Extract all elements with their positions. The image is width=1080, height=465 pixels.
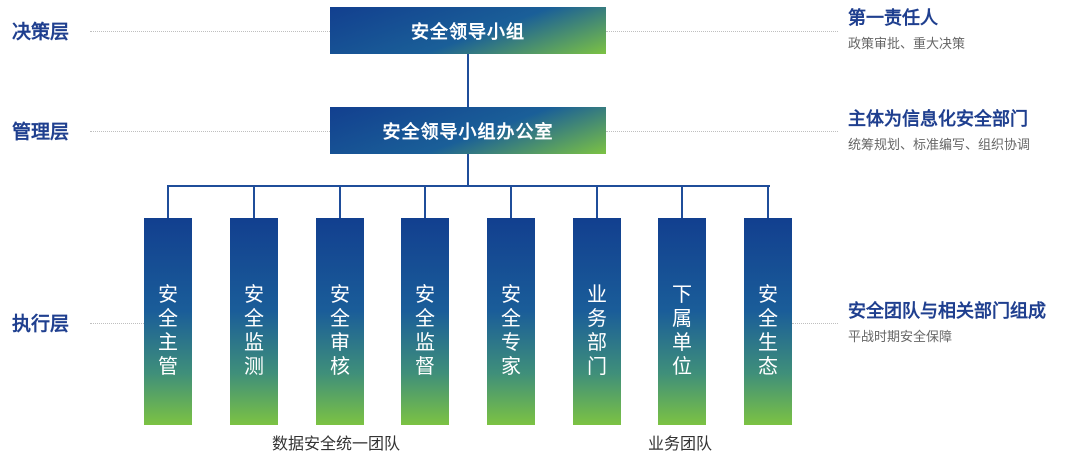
connector-drop-5 (510, 185, 512, 218)
column-char: 全 (244, 306, 264, 330)
column-char: 全 (758, 306, 778, 330)
column-char: 安 (758, 282, 778, 306)
column-char: 家 (501, 354, 521, 378)
box-security-leadership-group: 安全领导小组 (330, 7, 606, 54)
box-security-leadership-office: 安全领导小组办公室 (330, 107, 606, 154)
box-security-leadership-office-label: 安全领导小组办公室 (382, 121, 554, 143)
column-char: 全 (501, 306, 521, 330)
column-char: 单 (672, 330, 692, 354)
connector-drop-3 (339, 185, 341, 218)
right-sub-decision: 政策审批、重大决策 (848, 37, 966, 52)
column-char: 管 (158, 354, 178, 378)
column-security-ecosystem: 安 全 生 态 (744, 218, 792, 425)
guide-line-management-left (90, 131, 330, 132)
column-char: 专 (501, 330, 521, 354)
box-security-leadership-group-label: 安全领导小组 (411, 21, 525, 43)
column-char: 安 (415, 282, 435, 306)
right-title-management: 主体为信息化安全部门 (848, 109, 1028, 130)
column-char: 安 (244, 282, 264, 306)
column-char: 门 (587, 354, 607, 378)
right-sub-execution: 平战时期安全保障 (848, 330, 953, 345)
guide-line-decision-right (606, 31, 838, 32)
connector-drop-1 (167, 185, 169, 218)
right-title-decision: 第一责任人 (848, 8, 938, 29)
column-security-management: 安 全 主 管 (144, 218, 192, 425)
column-char: 生 (758, 330, 778, 354)
connector-drop-4 (424, 185, 426, 218)
column-subordinate-unit: 下 属 单 位 (658, 218, 706, 425)
column-char: 全 (415, 306, 435, 330)
column-security-monitoring: 安 全 监 测 (230, 218, 278, 425)
column-security-audit: 安 全 审 核 (316, 218, 364, 425)
column-char: 全 (330, 306, 350, 330)
column-char: 态 (758, 354, 778, 378)
column-char: 监 (415, 330, 435, 354)
column-char: 安 (501, 282, 521, 306)
column-char: 下 (672, 282, 692, 306)
connector-drop-8 (767, 185, 769, 218)
team-label-data-security: 数据安全统一团队 (272, 434, 401, 453)
connector-drop-2 (253, 185, 255, 218)
column-char: 属 (672, 306, 692, 330)
layer-label-decision: 决策层 (12, 21, 70, 43)
guide-line-execution-right (792, 323, 838, 324)
column-char: 测 (244, 354, 264, 378)
connector-office-to-bus (467, 154, 469, 186)
right-title-execution: 安全团队与相关部门组成 (848, 301, 1046, 322)
connector-drop-7 (681, 185, 683, 218)
team-label-business: 业务团队 (648, 434, 713, 453)
column-char: 业 (587, 282, 607, 306)
column-char: 部 (587, 330, 607, 354)
right-sub-management: 统筹规划、标准编写、组织协调 (848, 138, 1031, 153)
column-char: 主 (158, 330, 178, 354)
column-char: 全 (158, 306, 178, 330)
column-char: 务 (587, 306, 607, 330)
layer-label-management: 管理层 (12, 121, 70, 143)
column-char: 核 (330, 354, 350, 378)
column-security-expert: 安 全 专 家 (487, 218, 535, 425)
connector-group-to-office (467, 54, 469, 107)
column-char: 监 (244, 330, 264, 354)
guide-line-execution-left (90, 323, 144, 324)
guide-line-decision-left (90, 31, 330, 32)
column-char: 督 (415, 354, 435, 378)
column-char: 安 (330, 282, 350, 306)
column-char: 审 (330, 330, 350, 354)
layer-label-execution: 执行层 (12, 313, 70, 335)
column-business-department: 业 务 部 门 (573, 218, 621, 425)
column-char: 安 (158, 282, 178, 306)
connector-horizontal-bus (167, 185, 770, 187)
guide-line-management-right (606, 131, 838, 132)
connector-drop-6 (596, 185, 598, 218)
column-char: 位 (672, 354, 692, 378)
column-security-supervision: 安 全 监 督 (401, 218, 449, 425)
